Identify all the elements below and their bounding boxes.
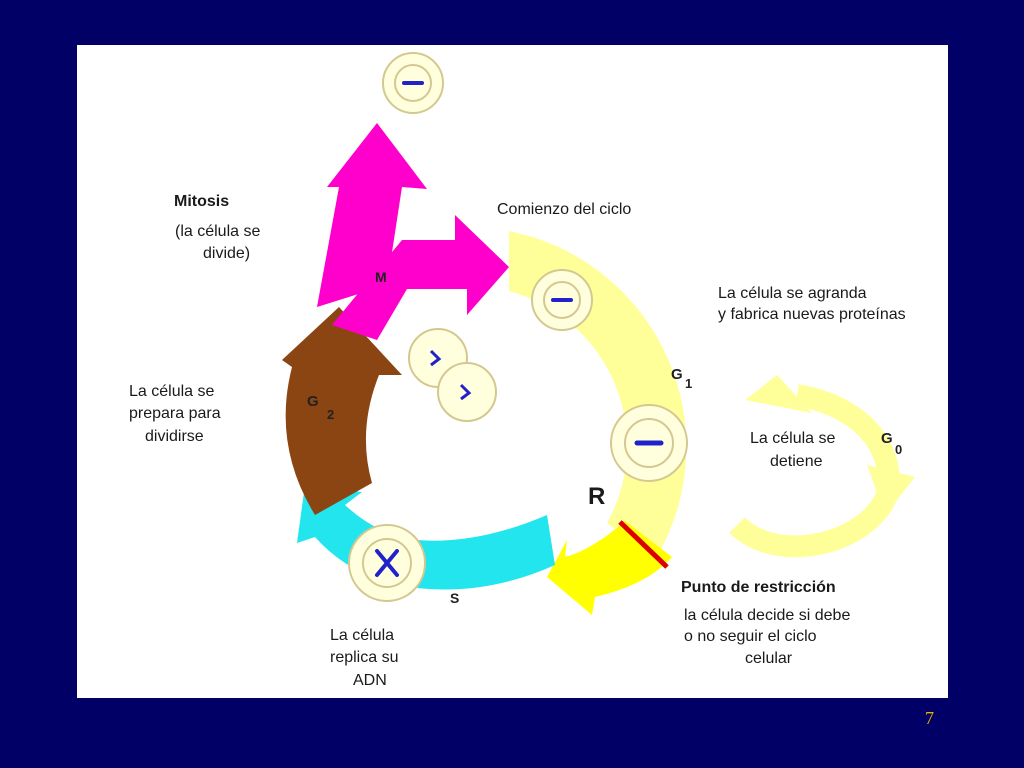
mitosis-desc-line2: divide) — [203, 245, 251, 262]
g2-arc — [282, 307, 402, 515]
restriction-desc-line2: o no seguir el ciclo — [684, 628, 817, 645]
g0-loop-arrowhead-right — [867, 465, 915, 515]
m-arrow-right — [332, 215, 509, 340]
cell-s — [348, 524, 426, 602]
restriction-line — [618, 520, 669, 569]
restriction-title: Punto de restricción — [681, 579, 836, 596]
m-arrow-up — [317, 123, 427, 307]
mitosis-title: Mitosis — [174, 193, 230, 210]
g0-desc-line2: detiene — [770, 453, 823, 470]
cell-cycle-diagram — [282, 52, 915, 615]
cell-g1 — [610, 404, 688, 482]
g1-desc-line2: y fabrica nuevas proteínas — [718, 306, 906, 323]
slide: Mitosis (la célula se divide) Comienzo d… — [77, 45, 948, 698]
phase-g1-letter: G — [671, 366, 683, 383]
g0-loop-arrowhead-top — [745, 375, 812, 413]
g2-desc-line1: La célula se — [129, 383, 215, 400]
s-desc-line1: La célula — [330, 627, 395, 644]
mitosis-desc-line1: (la célula se — [175, 223, 261, 240]
g1-desc-line1: La célula se agranda — [718, 285, 867, 302]
phase-s-label: S — [450, 590, 460, 606]
phase-m-label: M — [375, 269, 387, 285]
g2-desc-line3: dividirse — [145, 428, 204, 445]
restriction-point-r: R — [588, 483, 606, 510]
g2-desc-line2: prepara para — [129, 405, 221, 422]
cell-start — [531, 269, 593, 331]
phase-g2-letter: G — [307, 393, 319, 410]
cell-dividing — [408, 328, 497, 422]
phase-g0-letter: G — [881, 430, 893, 447]
restriction-desc-line3: celular — [745, 650, 793, 667]
s-desc-line3: ADN — [353, 672, 387, 689]
restriction-desc-line1: la célula decide si debe — [684, 607, 851, 624]
cycle-start-label: Comienzo del ciclo — [497, 201, 632, 218]
phase-g0-subscript: 0 — [895, 442, 903, 457]
g0-desc-line1: La célula se — [750, 430, 836, 447]
cell-top — [382, 52, 444, 114]
s-desc-line2: replica su — [330, 649, 399, 666]
page-number: 7 — [925, 708, 934, 728]
phase-g2-subscript: 2 — [327, 407, 335, 422]
phase-g1-subscript: 1 — [685, 376, 693, 391]
